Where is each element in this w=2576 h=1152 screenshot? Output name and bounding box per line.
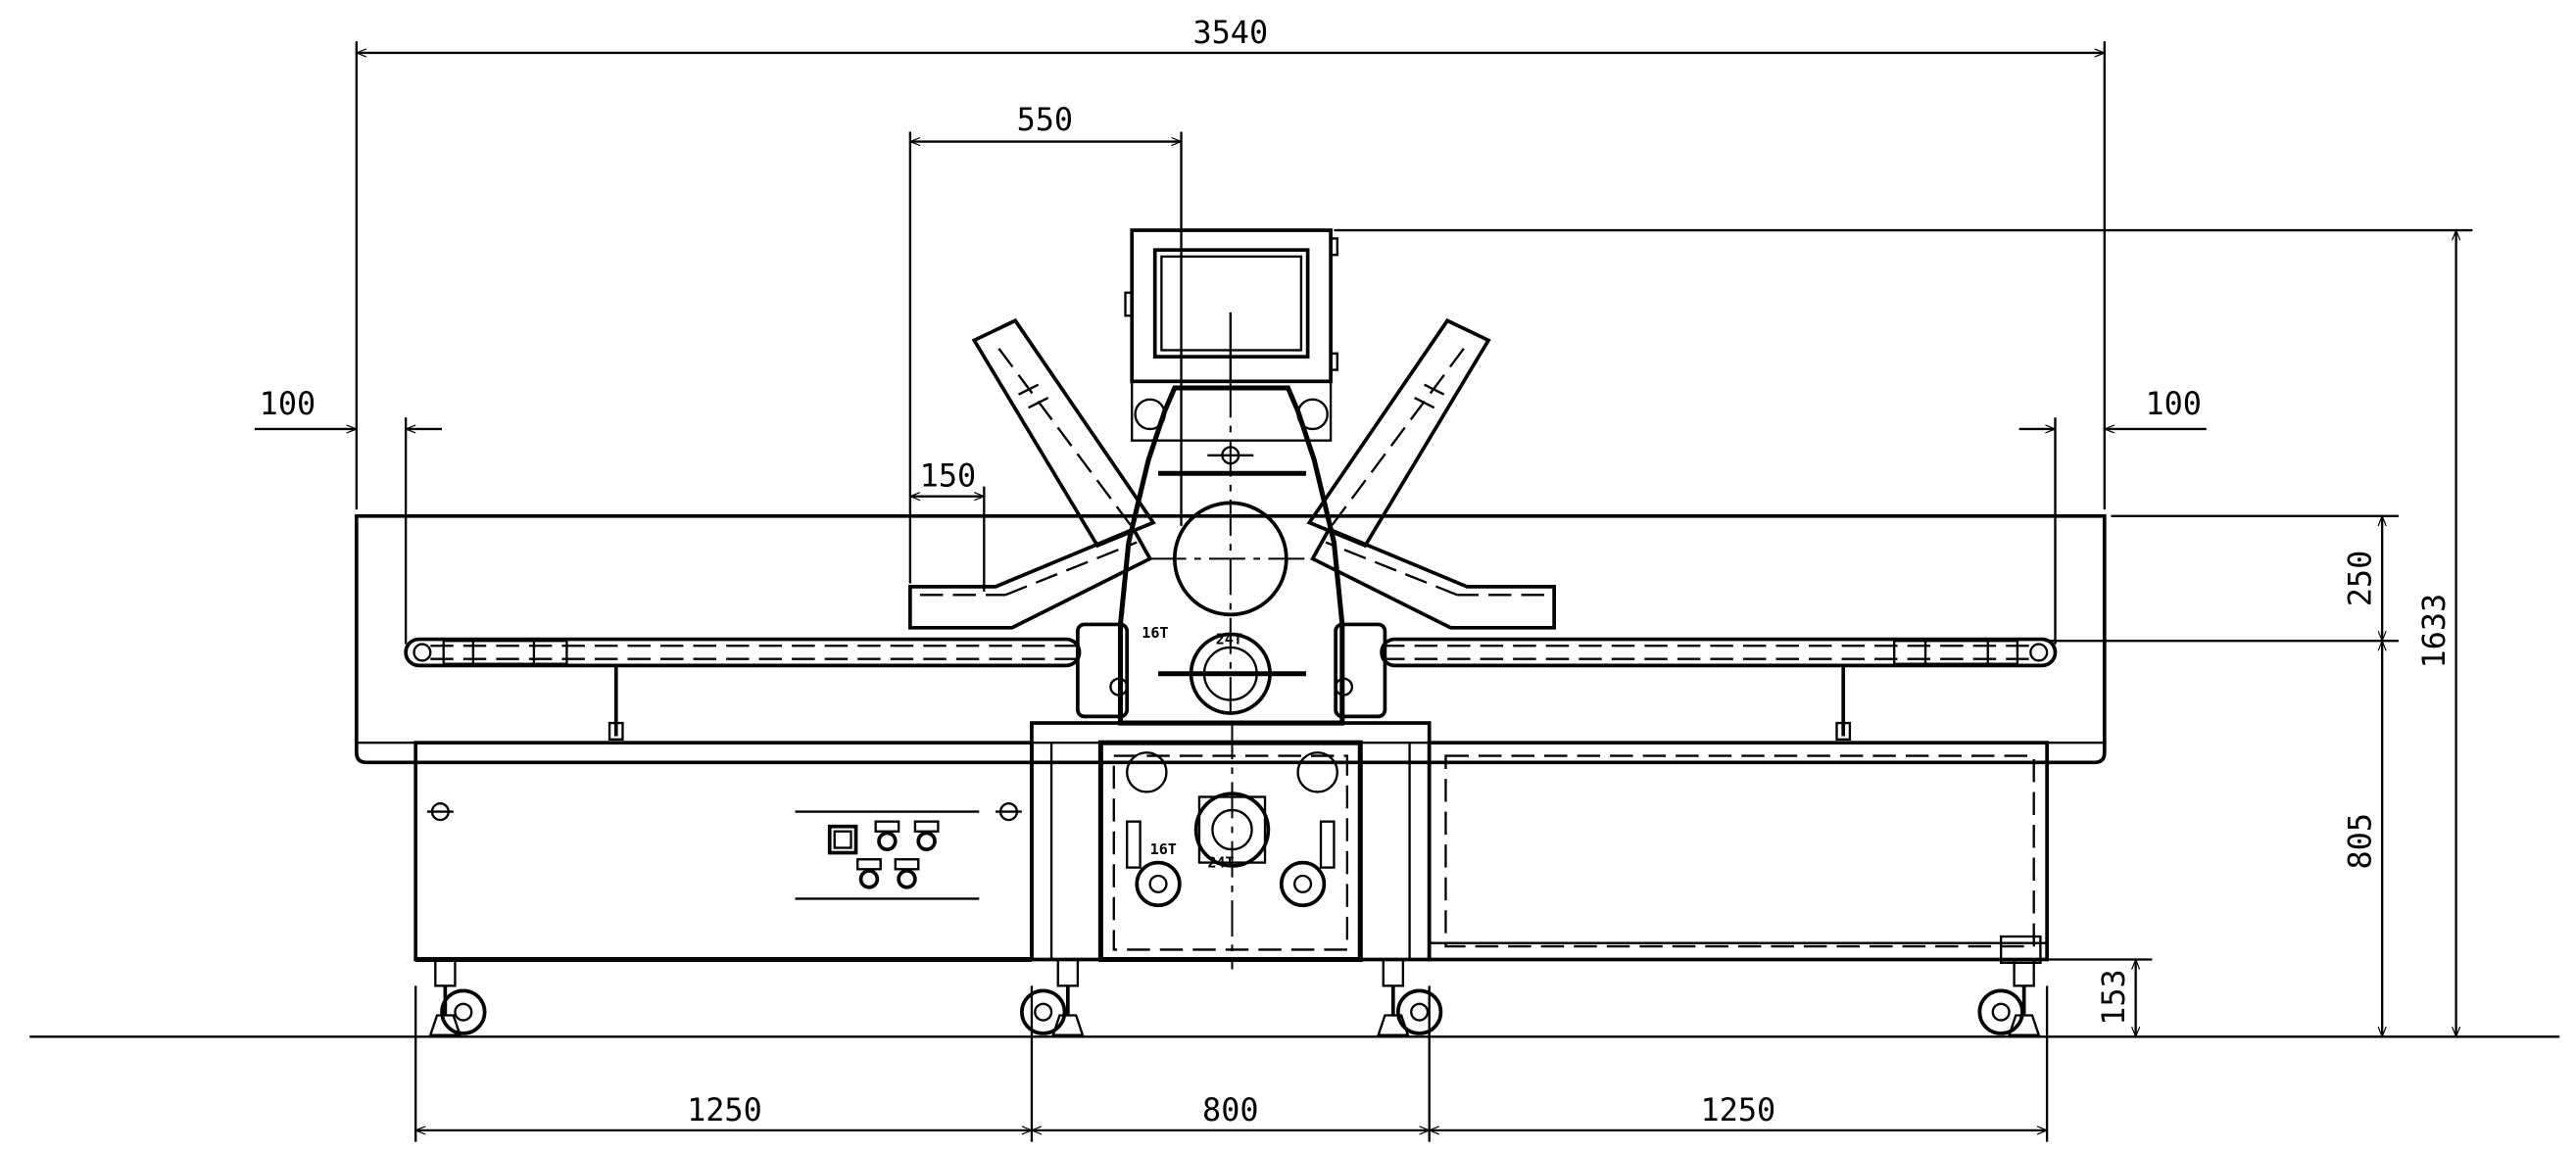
right-conveyor [1380, 637, 2058, 742]
dim-text-head-offset: 550 [1017, 101, 1074, 138]
dimension-left-overhang: 100 [254, 385, 443, 645]
dimension-clearance: 153 [2045, 957, 2153, 1038]
dim-text-overall-width: 3540 [1192, 14, 1268, 51]
right-lower-chute [1310, 526, 1556, 630]
left-conveyor [404, 637, 1082, 742]
gear-label-lower-a: 16T [1150, 840, 1177, 858]
center-base: 16T 24T [1030, 721, 1432, 970]
caster-3 [1377, 958, 1443, 1036]
dimension-top-height: 250 [2045, 514, 2399, 643]
dimension-right-overhang: 100 [2018, 385, 2207, 645]
dimension-bottom-sections: 1250 800 1250 [413, 985, 2049, 1142]
caster-2 [1020, 958, 1085, 1036]
dim-text-table-height: 805 [2341, 813, 2378, 870]
dimension-overall-width: 3540 [355, 14, 2107, 510]
dim-text-left-section: 1250 [687, 1091, 762, 1128]
control-panel [795, 810, 980, 900]
dim-text-left-gap: 150 [920, 457, 977, 495]
caster-4 [1977, 935, 2042, 1036]
left-upper-arm [971, 317, 1156, 549]
dimension-head-offset: 550 [908, 101, 1184, 584]
dimension-table-height: 805 [2341, 639, 2387, 1038]
gear-label-lower-b: 24T [1207, 854, 1234, 872]
left-lower-chute [908, 526, 1153, 630]
dim-text-left-overhang: 100 [260, 385, 316, 422]
dim-text-overall-height: 1633 [2415, 594, 2453, 669]
control-box [1124, 228, 1338, 384]
dim-text-right-overhang: 100 [2145, 385, 2202, 422]
left-cabinet [413, 741, 1034, 963]
dimension-left-gap: 150 [908, 457, 986, 592]
gear-label-upper-a: 16T [1142, 624, 1168, 642]
dimension-overall-height: 1633 [1334, 228, 2473, 1038]
dim-text-top-height: 250 [2341, 551, 2378, 607]
right-cabinet [1427, 741, 2049, 962]
dim-text-right-section: 1250 [1701, 1091, 1776, 1128]
gear-label-upper-b: 24T [1216, 631, 1242, 648]
center-head: 16T 24T [1076, 380, 1387, 726]
caster-1 [428, 958, 487, 1036]
dim-text-center-section: 800 [1202, 1091, 1259, 1128]
dim-text-clearance: 153 [2095, 969, 2132, 1026]
